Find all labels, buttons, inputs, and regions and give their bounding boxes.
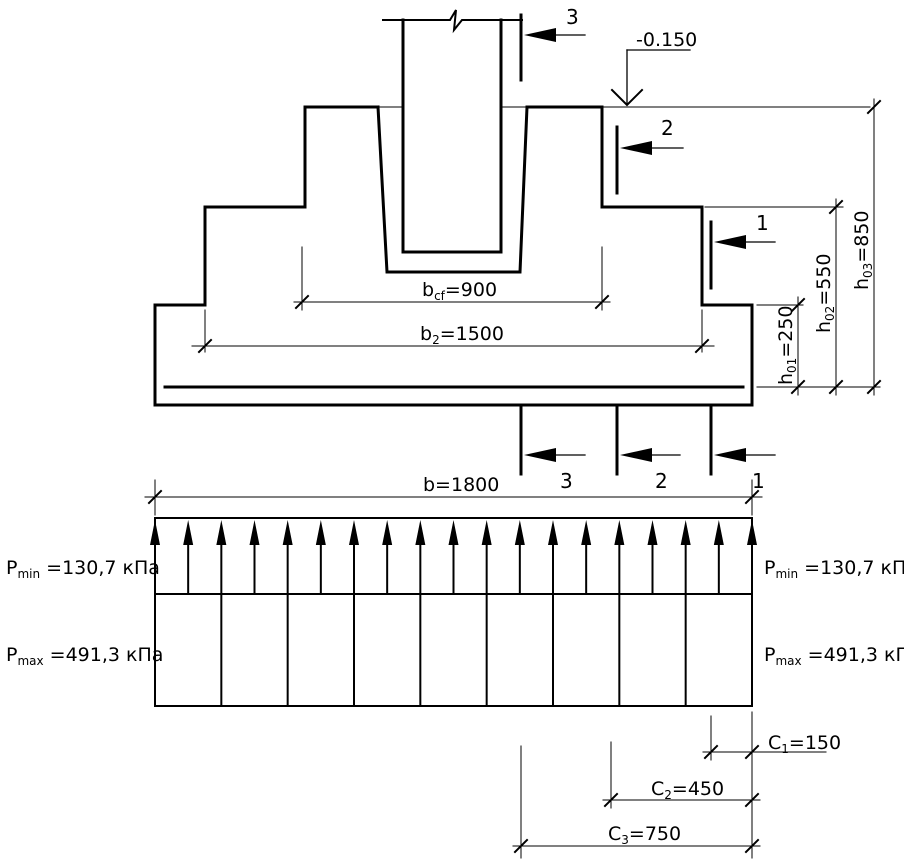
- dim-h01-sub: 01: [785, 358, 799, 373]
- dim-h03-value: =850: [851, 210, 873, 262]
- elevation-marker: -0.150: [610, 29, 697, 107]
- svg-text:Pmax =491,3 кПа: Pmax =491,3 кПа: [6, 644, 163, 668]
- dim-c3-value: =750: [629, 823, 681, 845]
- pressure-arrow-head: [249, 520, 260, 545]
- section-label-1-top: 1: [756, 211, 769, 235]
- pmax-right-value: =491,3 кПа: [802, 644, 904, 666]
- dimension-bcf: bcf=900: [293, 246, 611, 311]
- column-break-line: [382, 9, 523, 34]
- section-marker-3-bottom: 3: [519, 406, 586, 493]
- dim-h02-value: =550: [813, 253, 835, 305]
- pressure-arrow-head: [415, 520, 426, 545]
- pmin-left-value: =130,7 кПа: [40, 557, 160, 579]
- section-label-2-bottom: 2: [655, 469, 668, 493]
- svg-text:Pmin =130,7 кПа: Pmin =130,7 кПа: [764, 557, 904, 581]
- dim-b2-main: b: [420, 323, 432, 345]
- dimension-b: b=1800: [144, 474, 763, 516]
- dim-b2-value: =1500: [440, 323, 504, 345]
- pressure-arrow-head: [481, 520, 492, 545]
- svg-text:C3=750: C3=750: [608, 823, 681, 847]
- pmax-right-main: P: [764, 644, 775, 666]
- dimension-c1: C1=150: [702, 711, 841, 859]
- pressure-diagram: [150, 517, 757, 707]
- section-marker-2-top: 2: [615, 116, 684, 195]
- svg-text:Pmin =130,7 кПа: Pmin =130,7 кПа: [6, 557, 160, 581]
- socket-glass: [376, 105, 529, 274]
- dim-b-text: b=1800: [423, 474, 499, 496]
- pressure-arrow-head: [713, 520, 724, 545]
- section-marker-3-top: 3: [519, 5, 586, 82]
- dim-c3-main: C: [608, 823, 621, 845]
- svg-text:b2=1500: b2=1500: [420, 323, 504, 347]
- pmax-left-sub: max: [17, 654, 43, 668]
- dim-c1-main: C: [768, 732, 781, 754]
- section-marker-1-top: 1: [709, 211, 776, 290]
- pressure-arrows: [150, 520, 757, 595]
- svg-text:C1=150: C1=150: [768, 732, 841, 756]
- section-marker-1-bottom: 1: [709, 406, 776, 493]
- column: [401, 18, 503, 254]
- pmin-right-main: P: [764, 557, 775, 579]
- pressure-arrow-head: [548, 520, 558, 545]
- pressure-arrow-head: [315, 520, 326, 545]
- dimension-c3: C3=750: [512, 745, 761, 859]
- pressure-arrow-head: [382, 520, 393, 545]
- pressure-arrow-head: [448, 520, 459, 545]
- dimension-h-levels: h01=250 h02=550 h03=850: [704, 98, 882, 396]
- svg-text:bcf=900: bcf=900: [422, 279, 497, 303]
- pressure-arrow-head: [747, 520, 757, 545]
- elevation-value: -0.150: [636, 29, 697, 51]
- dim-b2-sub: 2: [432, 333, 440, 347]
- dimension-b2: b2=1500: [191, 309, 715, 354]
- pressure-labels: Pmin =130,7 кПа Pmax =491,3 кПа Pmin =13…: [6, 557, 904, 668]
- pressure-arrow-head: [183, 520, 194, 545]
- pmax-left-main: P: [6, 644, 17, 666]
- pmin-right-value: =130,7 кПа: [798, 557, 904, 579]
- section-marker-2-bottom: 2: [615, 406, 681, 493]
- svg-text:h03=850: h03=850: [851, 210, 875, 290]
- pressure-arrow-head: [647, 520, 658, 545]
- svg-text:h02=550: h02=550: [813, 253, 837, 333]
- dim-h03-main: h: [851, 278, 873, 290]
- dim-h03-sub: 03: [861, 263, 875, 278]
- dim-h02-main: h: [813, 321, 835, 333]
- dim-c2-main: C: [651, 778, 664, 800]
- dim-bcf-sub: cf: [434, 289, 446, 303]
- pressure-arrow-head: [216, 520, 227, 545]
- section-label-1-bottom: 1: [752, 469, 765, 493]
- pressure-arrow-head: [282, 520, 293, 545]
- pressure-dividers: [220, 593, 687, 707]
- pressure-arrow-head: [614, 520, 625, 545]
- pmin-left-main: P: [6, 557, 17, 579]
- pressure-arrow-head: [150, 520, 160, 545]
- svg-text:h01=250: h01=250: [775, 305, 799, 385]
- dimension-c2: C2=450: [602, 741, 761, 809]
- dim-c3-sub: 3: [621, 833, 629, 847]
- pmax-right-sub: max: [775, 654, 801, 668]
- dim-c1-sub: 1: [781, 742, 789, 756]
- pressure-arrow-head: [581, 520, 592, 545]
- svg-text:Pmax =491,3 кПа: Pmax =491,3 кПа: [764, 644, 904, 668]
- dim-h02-sub: 02: [823, 306, 837, 321]
- svg-text:C2=450: C2=450: [651, 778, 724, 802]
- pmax-left-value: =491,3 кПа: [44, 644, 164, 666]
- foundation-outline: [153, 9, 871, 407]
- dim-h01-main: h: [775, 373, 797, 385]
- section-label-3-bottom: 3: [560, 469, 573, 493]
- pmin-right-sub: min: [775, 567, 798, 581]
- section-label-2-top: 2: [661, 116, 674, 140]
- pmin-left-sub: min: [17, 567, 40, 581]
- dim-c2-value: =450: [672, 778, 724, 800]
- pressure-arrow-head: [349, 520, 359, 545]
- pressure-arrow-head: [514, 520, 525, 545]
- dim-c2-sub: 2: [664, 788, 672, 802]
- dim-c1-value: =150: [789, 732, 841, 754]
- dim-h01-value: =250: [775, 305, 797, 357]
- section-label-3-top: 3: [566, 5, 579, 29]
- pressure-arrow-head: [680, 520, 691, 545]
- dim-bcf-value: =900: [445, 279, 497, 301]
- dim-bcf-main: b: [422, 279, 434, 301]
